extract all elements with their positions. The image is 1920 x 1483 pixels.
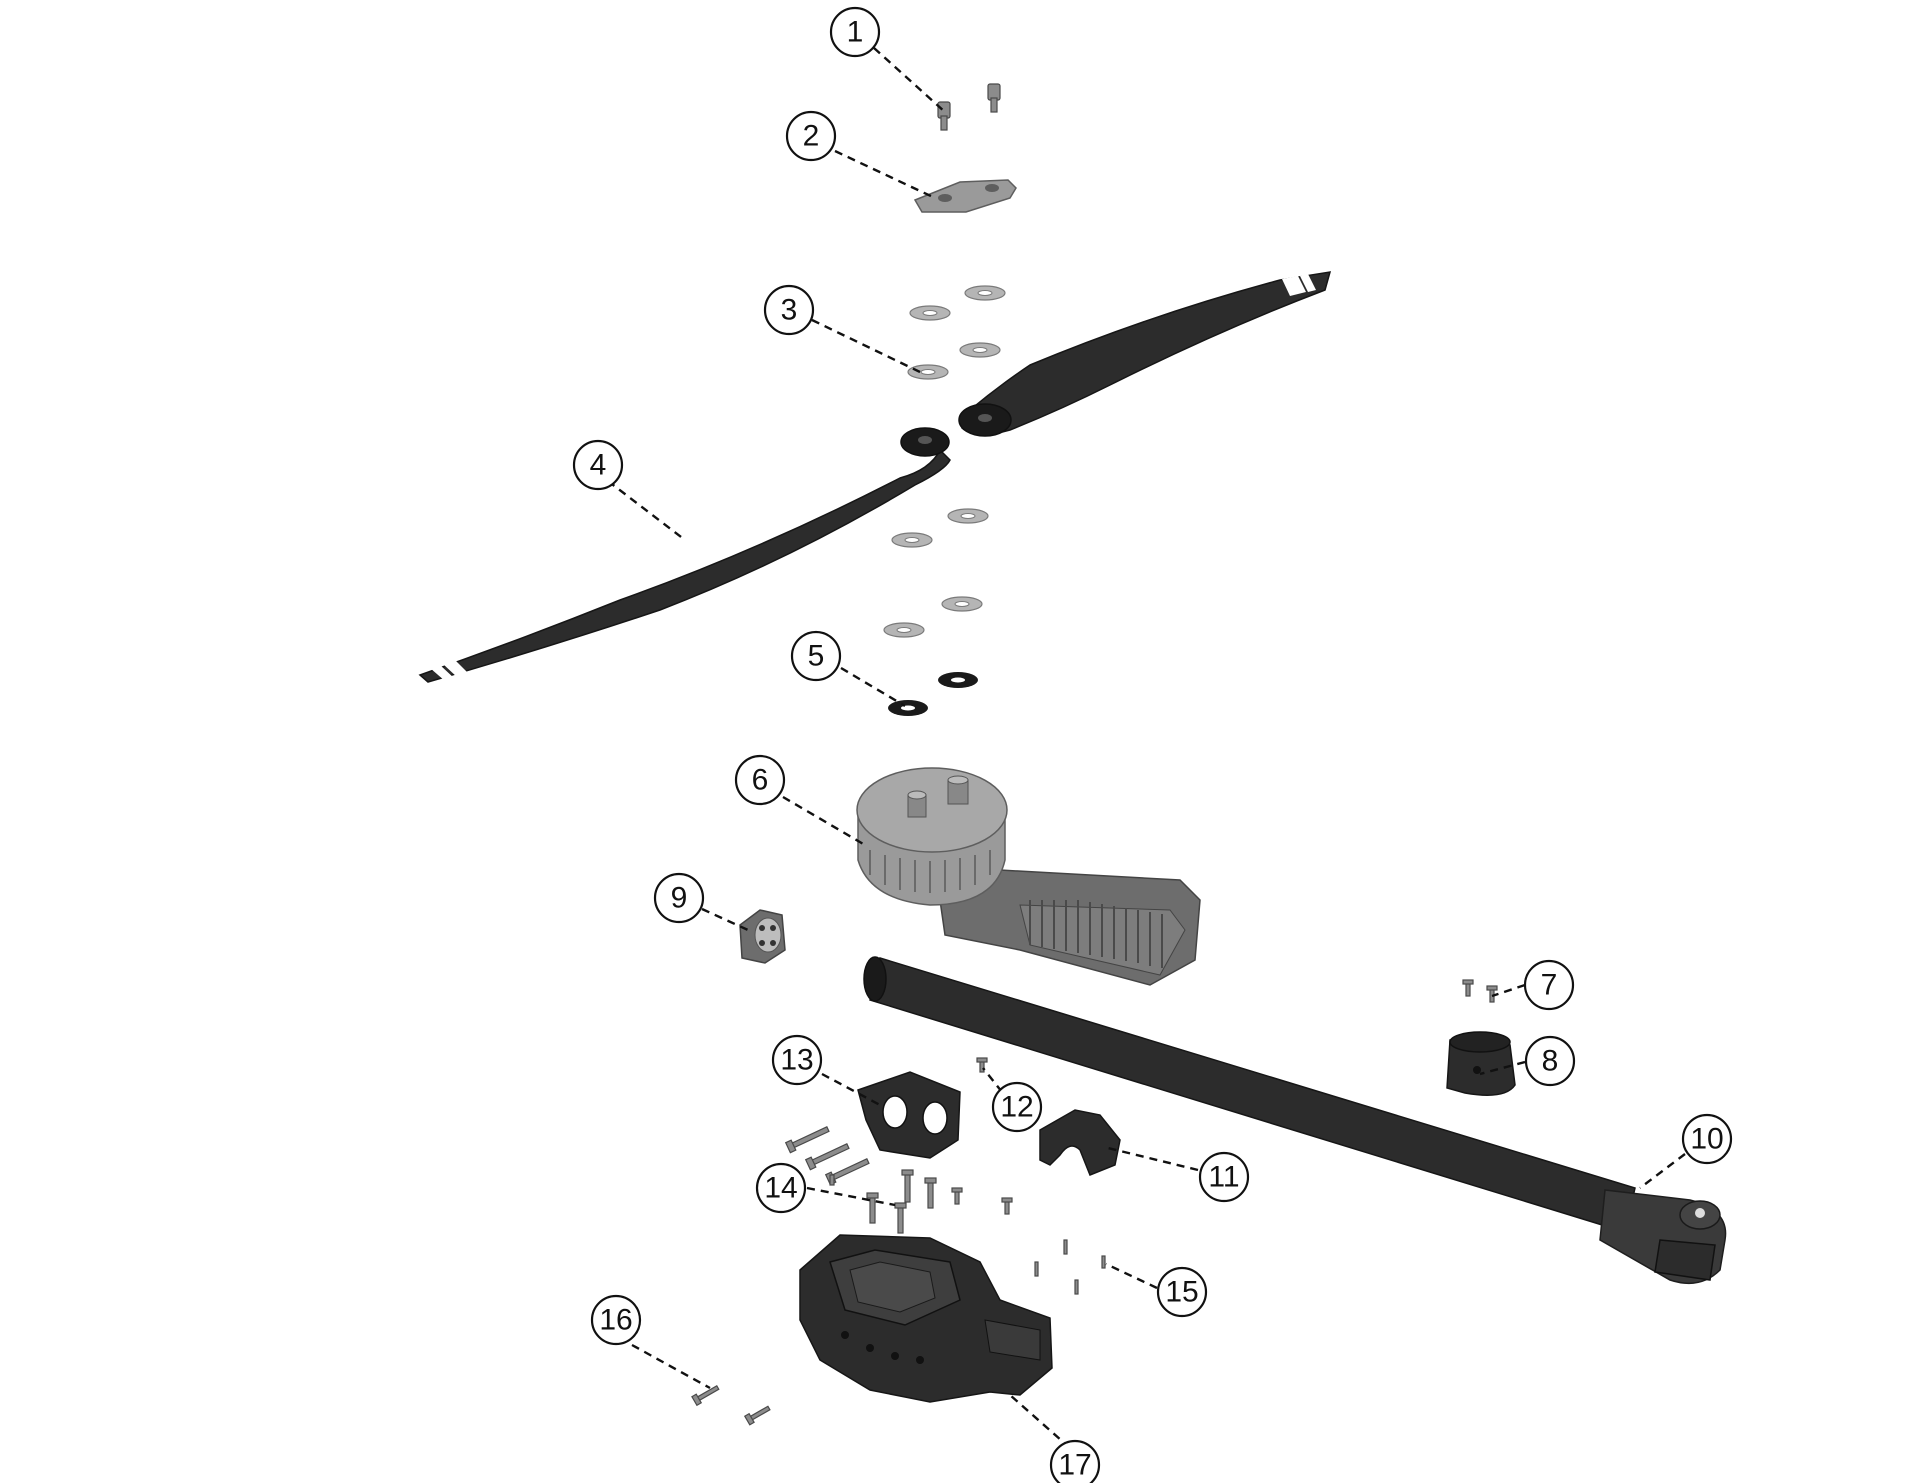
callout-2: 2 (785, 110, 837, 162)
callout-9-label: 9 (671, 882, 688, 915)
callout-7: 7 (1523, 959, 1575, 1011)
callout-7-label: 7 (1541, 969, 1558, 1002)
callout-2-label: 2 (803, 120, 820, 153)
callout-5-label: 5 (808, 640, 825, 673)
callout-3-label: 3 (781, 294, 798, 327)
part-cage-mount (857, 1071, 961, 1159)
callout-10-label: 10 (1690, 1123, 1723, 1156)
part-base-housing (799, 1234, 1053, 1403)
leader-7 (1491, 983, 1526, 998)
callout-16-label: 16 (599, 1304, 632, 1337)
part-screws-top (937, 83, 1001, 131)
callout-8: 8 (1524, 1035, 1576, 1087)
callout-15: 15 (1156, 1266, 1208, 1318)
callout-5: 5 (790, 630, 842, 682)
leader-2 (834, 149, 936, 200)
leader-10 (1639, 1153, 1686, 1189)
leader-6 (782, 795, 866, 847)
part-sleeve (1446, 1031, 1516, 1096)
leader-13 (821, 1072, 881, 1107)
part-screws-15 (1034, 1239, 1106, 1295)
callout-16: 16 (590, 1294, 642, 1346)
leader-17 (1009, 1394, 1071, 1449)
part-washers-upper (907, 285, 1006, 380)
leader-11 (1107, 1146, 1199, 1172)
part-screws-16 (691, 1384, 771, 1426)
leader-5 (840, 666, 906, 708)
leader-1 (873, 47, 946, 113)
part-connector (739, 909, 786, 964)
leader-16 (631, 1343, 711, 1390)
part-carbon-arm (863, 956, 1727, 1285)
callout-15-label: 15 (1165, 1276, 1198, 1309)
callout-12: 12 (991, 1081, 1043, 1133)
leader-lines (607, 47, 1686, 1449)
part-washers-lower (883, 508, 989, 638)
callout-10: 10 (1681, 1113, 1733, 1165)
leader-9 (701, 907, 749, 932)
callout-17: 17 (1049, 1439, 1101, 1483)
callout-6: 6 (734, 754, 786, 806)
callout-12-label: 12 (1000, 1091, 1033, 1124)
leader-3 (811, 318, 921, 374)
callout-11-label: 11 (1208, 1161, 1239, 1194)
leader-15 (1105, 1262, 1158, 1290)
part-screws-14 (784, 1126, 1013, 1234)
leader-12 (982, 1067, 1003, 1093)
callout-4-label: 4 (590, 449, 607, 482)
callout-1-label: 1 (847, 16, 864, 49)
callout-1: 1 (829, 6, 881, 58)
part-screw-12 (976, 1057, 988, 1073)
callout-13: 13 (771, 1034, 823, 1086)
callout-9: 9 (653, 872, 705, 924)
callout-14-label: 14 (764, 1172, 797, 1205)
callout-13-label: 13 (780, 1044, 813, 1077)
part-propeller (418, 271, 1332, 683)
callout-17-label: 17 (1058, 1449, 1091, 1482)
callout-14: 14 (755, 1162, 807, 1214)
callout-8-label: 8 (1542, 1045, 1559, 1078)
part-motor-esc (856, 767, 1201, 986)
callout-11: 11 (1198, 1151, 1250, 1203)
leader-4 (607, 480, 686, 541)
part-screws-right (1462, 979, 1498, 1003)
callout-6-label: 6 (752, 764, 769, 797)
callout-3: 3 (763, 284, 815, 336)
callout-4: 4 (572, 439, 624, 491)
leader-14 (806, 1186, 896, 1207)
leader-8 (1479, 1060, 1526, 1076)
part-clip (1039, 1109, 1121, 1176)
part-clamp-plate (913, 179, 1017, 213)
part-rubber-washers (888, 672, 978, 716)
